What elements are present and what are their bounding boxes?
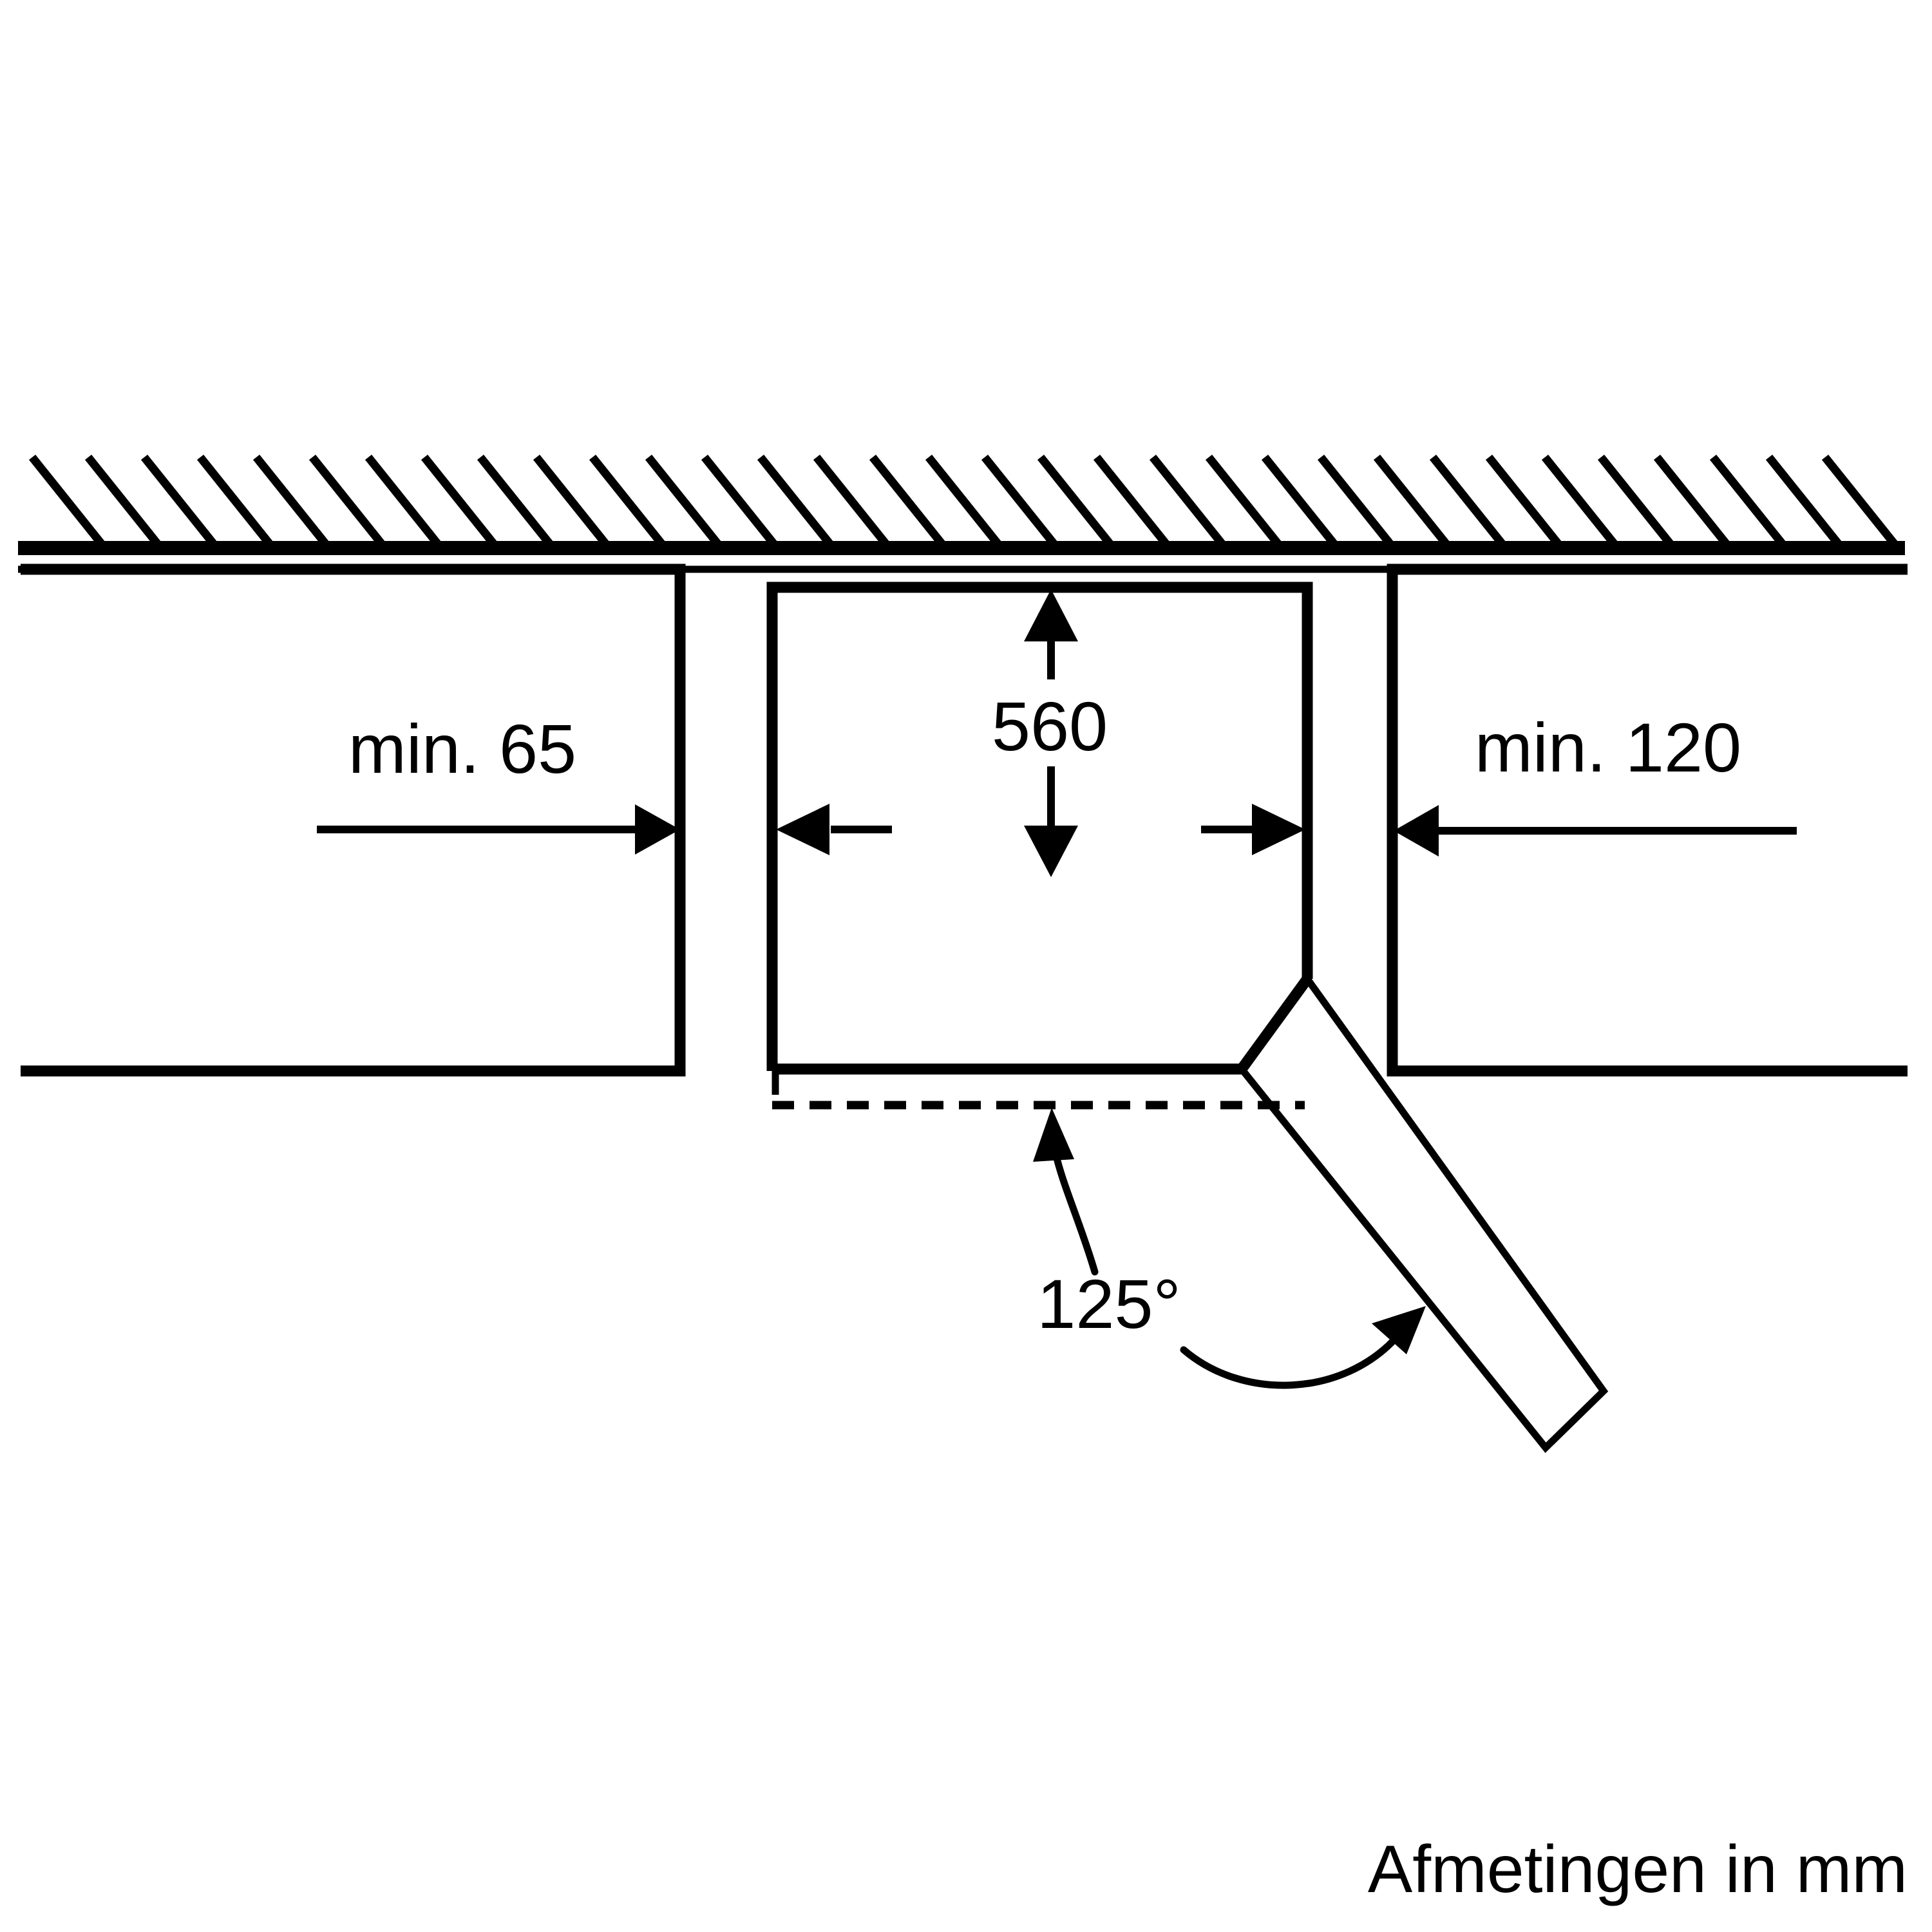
dimension-niche-height-marker	[1024, 589, 1078, 877]
label-left-clearance: min. 65	[348, 710, 576, 788]
angle-leader-to-open-door	[1180, 1306, 1426, 1389]
label-door-opening-angle: 125°	[1037, 1265, 1180, 1343]
dimension-niche-width	[776, 804, 1305, 855]
closed-door-dashed-reference	[772, 1071, 1305, 1110]
left-cabinet-outline	[21, 564, 686, 1077]
angle-leader-to-closed-door	[1033, 1108, 1099, 1276]
label-niche-width: 560	[992, 687, 1108, 765]
label-right-clearance: min. 120	[1475, 708, 1741, 786]
right-cabinet-outline	[1387, 564, 1908, 1077]
dimension-left-clearance	[317, 804, 680, 855]
dimension-right-clearance	[1394, 805, 1797, 857]
appliance-niche-outline	[766, 582, 1313, 1075]
wall-hatching	[28, 454, 1899, 547]
label-units-note: Afmetingen in mm	[1368, 1832, 1908, 1907]
opened-door-panel	[1237, 972, 1609, 1454]
